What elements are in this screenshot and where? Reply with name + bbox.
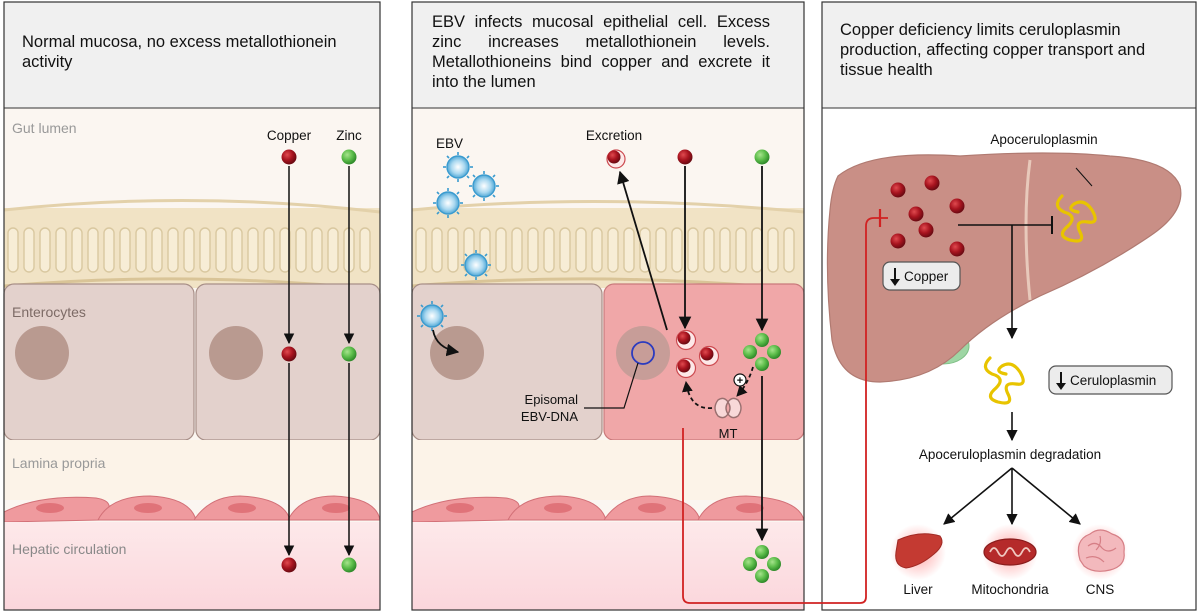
- hepatic-circulation-layer: [4, 522, 380, 610]
- panel-ebv-infection: EBV Excretion: [411, 1, 805, 611]
- down-arrow-icon: [1056, 383, 1066, 390]
- panel1-header-text: Normal mucosa, no excess metallothionein…: [22, 33, 337, 71]
- nucleus: [430, 326, 484, 380]
- panel3-border: [821, 1, 1197, 611]
- panel3-header-text: Copper deficiency limits ceruloplasmin p…: [840, 21, 1146, 79]
- label-episomal: Episomal: [525, 392, 579, 407]
- label-degradation: Apoceruloplasmin degradation: [919, 447, 1101, 462]
- metallothionein-icon: [714, 397, 742, 419]
- virus-entry-arrow: [432, 329, 460, 357]
- label-lamina-propria: Lamina propria: [12, 455, 106, 471]
- mitochondria-icon: [982, 524, 1038, 580]
- copper-decrease-label: Copper: [904, 269, 949, 284]
- panel2-border: [411, 1, 805, 611]
- copper-ion: [281, 149, 297, 165]
- panel1-border: [3, 1, 381, 611]
- label-excretion: Excretion: [586, 128, 642, 143]
- lamina-propria-layer: [412, 440, 804, 500]
- zinc-ion: [341, 346, 357, 362]
- copper-ion: [281, 557, 297, 573]
- ebv-virus-icon: [469, 171, 499, 201]
- panel2-header-text: EBV infects mucosal epithelial cell. Exc…: [432, 13, 770, 91]
- apoceruloplasmin-icon: [983, 356, 1025, 405]
- plus-sign: +: [737, 375, 743, 387]
- copper-ion: [924, 175, 940, 191]
- copper-ion: [949, 198, 965, 214]
- apoceruloplasmin-icon: [1055, 194, 1097, 243]
- ebv-virus-icon: [461, 250, 491, 280]
- ebv-virus-icon: [433, 188, 463, 218]
- endothelial-cells: [3, 495, 381, 523]
- microvilli-band: [3, 199, 381, 292]
- label-liver: Liver: [903, 582, 933, 597]
- label-mt: MT: [719, 426, 738, 441]
- hepatic-circulation-layer: [412, 522, 804, 610]
- label-hepatic-circulation: Hepatic circulation: [12, 541, 126, 557]
- copper-ion: [908, 206, 924, 222]
- enterocyte-layer: [3, 283, 381, 441]
- endothelial-cells: [411, 495, 805, 523]
- ebv-virus-icon: [417, 301, 447, 331]
- effect-arrow-liver: [943, 467, 1013, 525]
- ceruloplasmin-decrease-box: Ceruloplasmin: [1048, 365, 1173, 395]
- zinc-ion: [341, 149, 357, 165]
- excretion-arrow: [617, 170, 668, 331]
- zinc-cluster: [743, 333, 781, 371]
- copper-decrease-box: Copper: [882, 261, 961, 291]
- nucleus: [15, 326, 69, 380]
- label-mitochondria: Mitochondria: [971, 582, 1049, 597]
- copper-metallothionein-complex: [675, 329, 697, 351]
- copper-ion: [281, 346, 297, 362]
- brain-icon: [1072, 524, 1128, 580]
- ebv-virus-icon: [443, 152, 473, 182]
- panel3-header-bg: [822, 2, 1196, 108]
- zinc-ion: [341, 557, 357, 573]
- copper-ion: [949, 241, 965, 257]
- nucleus: [209, 326, 263, 380]
- label-gut-lumen: Gut lumen: [12, 120, 77, 136]
- copper-ion: [677, 149, 693, 165]
- label-apoceruloplasmin: Apoceruloplasmin: [990, 132, 1097, 147]
- down-arrow-icon: [890, 279, 900, 286]
- panel1-header-bg: [4, 2, 380, 108]
- zinc-induction-arrow: [736, 366, 754, 397]
- mt-binding-arrow: [682, 380, 713, 409]
- infected-nucleus: [616, 326, 670, 380]
- episomal-leader-line: [584, 362, 639, 409]
- copper-metallothionein-complex: [698, 345, 720, 367]
- inhibition-connector-line: [682, 217, 888, 604]
- plus-sign-icon: [733, 373, 747, 387]
- copper-ion: [918, 222, 934, 238]
- copper-ion: [890, 233, 906, 249]
- label-ebv: EBV: [436, 136, 463, 151]
- label-copper: Copper: [267, 128, 312, 143]
- copper-metallothionein-complex: [675, 357, 697, 379]
- label-zinc: Zinc: [336, 128, 362, 143]
- lamina-propria-layer: [4, 440, 380, 500]
- label-ebv-dna: EBV-DNA: [521, 409, 578, 424]
- panel2-header-bg: [412, 2, 804, 108]
- liver-icon: [890, 524, 946, 580]
- label-enterocytes: Enterocytes: [12, 304, 86, 320]
- episomal-ebv-dna-ring: [631, 341, 655, 365]
- microvilli-band: [411, 199, 805, 292]
- copper-ion: [890, 182, 906, 198]
- ceruloplasmin-decrease-label: Ceruloplasmin: [1070, 373, 1156, 388]
- zinc-cluster: [743, 545, 781, 583]
- panel-normal-mucosa: Gut lumen Enterocytes Lamina propria Hep…: [3, 1, 381, 611]
- zinc-ion: [754, 149, 770, 165]
- panel-copper-deficiency: Apoceruloplasmin Copper Ceruloplasmin: [821, 1, 1197, 611]
- label-cns: CNS: [1086, 582, 1115, 597]
- effect-arrow-cns: [1011, 467, 1081, 525]
- copper-metallothionein-complex: [606, 149, 626, 169]
- apoceruloplasmin-leader: [1075, 167, 1093, 187]
